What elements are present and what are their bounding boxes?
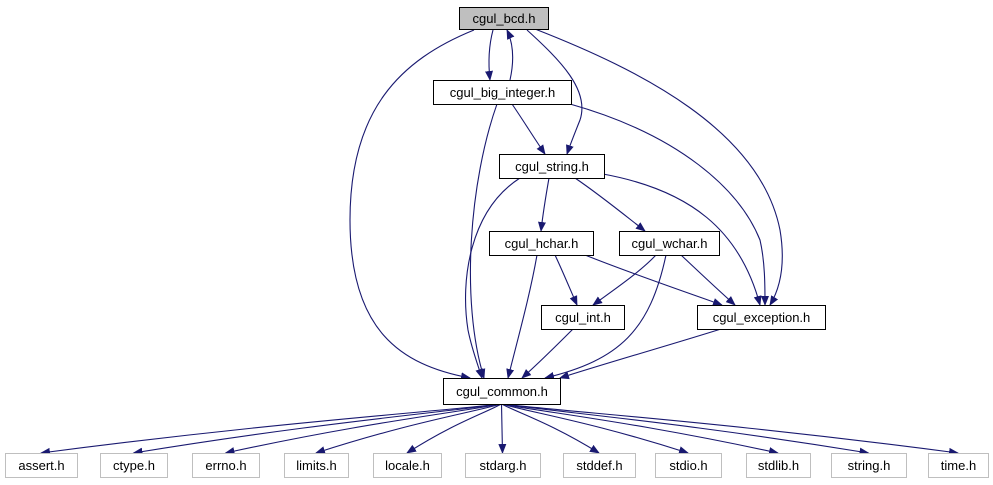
edge-wch-to-exc — [680, 254, 736, 306]
node-box-stdarg — [465, 453, 541, 478]
edge-big-to-str — [511, 103, 546, 155]
node-label-stdarg: stdarg.h — [480, 458, 527, 473]
node-box-wch — [619, 231, 720, 256]
edge-str-to-com — [465, 177, 521, 379]
node-label-str: cgul_string.h — [515, 159, 589, 174]
node-time: time.h — [928, 453, 989, 478]
node-label-big: cgul_big_integer.h — [450, 85, 556, 100]
edge-hch-to-com — [506, 254, 538, 379]
node-box-ctype — [100, 453, 168, 478]
node-label-ctype: ctype.h — [113, 458, 155, 473]
edge-int-to-com — [521, 328, 574, 379]
edge-com-to-ctype — [132, 403, 502, 456]
node-label-stdio: stdio.h — [669, 458, 707, 473]
node-box-exc — [697, 305, 826, 330]
node-box-str — [499, 154, 605, 179]
node-str[interactable]: cgul_string.h — [499, 154, 605, 179]
node-limits: limits.h — [284, 453, 349, 478]
edge-str-to-exc — [602, 173, 762, 306]
edge-hch-to-int — [554, 254, 578, 306]
node-locale: locale.h — [373, 453, 442, 478]
edge-com-to-errno — [224, 403, 502, 455]
node-box-stdio — [655, 453, 722, 478]
edge-hch-to-exc — [584, 254, 723, 306]
node-box-bcd — [459, 7, 549, 30]
nodes-layer: cgul_bcd.h cgul_big_integer.h cgul_string.… — [5, 7, 989, 478]
node-label-int: cgul_int.h — [555, 310, 611, 325]
node-big[interactable]: cgul_big_integer.h — [433, 80, 572, 105]
node-box-hch — [489, 231, 594, 256]
node-label-stdlib: stdlib.h — [758, 458, 799, 473]
node-box-int — [541, 305, 625, 330]
node-ctype: ctype.h — [100, 453, 168, 478]
edge-exc-to-com — [559, 328, 722, 380]
node-label-time: time.h — [941, 458, 976, 473]
node-box-locale — [373, 453, 442, 478]
node-box-string — [831, 453, 907, 478]
node-wch[interactable]: cgul_wchar.h — [619, 231, 720, 256]
node-label-bcd: cgul_bcd.h — [473, 11, 536, 26]
node-bcd[interactable]: cgul_bcd.h — [459, 7, 549, 30]
edge-bcd-to-com — [349, 29, 475, 381]
node-label-limits: limits.h — [296, 458, 336, 473]
edges-layer — [40, 28, 959, 456]
node-errno: errno.h — [192, 453, 260, 478]
node-label-stddef: stddef.h — [576, 458, 622, 473]
edge-bcd-to-str — [526, 29, 583, 155]
node-box-limits — [284, 453, 349, 478]
node-label-com: cgul_common.h — [456, 384, 548, 399]
edge-com-to-locale — [406, 403, 502, 454]
node-label-string: string.h — [848, 458, 891, 473]
node-stdio: stdio.h — [655, 453, 722, 478]
node-com[interactable]: cgul_common.h — [443, 378, 561, 405]
edge-com-to-string — [501, 403, 870, 456]
edge-wch-to-com — [544, 254, 667, 380]
edge-com-to-time — [501, 403, 959, 456]
edge-com-to-stdio — [501, 403, 689, 455]
edge-com-to-limits — [315, 403, 502, 455]
edge-str-to-hch — [538, 177, 550, 232]
node-box-stddef — [563, 453, 636, 478]
node-box-errno — [192, 453, 260, 478]
node-label-hch: cgul_hchar.h — [505, 236, 579, 251]
edge-bcd-to-big — [485, 29, 494, 81]
node-label-wch: cgul_wchar.h — [632, 236, 708, 251]
node-stddef: stddef.h — [563, 453, 636, 478]
edge-com-to-assert — [40, 403, 502, 456]
node-box-stdlib — [746, 453, 811, 478]
edge-bcd-to-exc — [534, 28, 783, 306]
edge-com-to-stddef — [501, 403, 600, 454]
edge-big-to-com — [469, 103, 498, 379]
node-box-assert — [5, 453, 78, 478]
node-label-assert: assert.h — [18, 458, 64, 473]
node-exc[interactable]: cgul_exception.h — [697, 305, 826, 330]
node-int[interactable]: cgul_int.h — [541, 305, 625, 330]
node-string: string.h — [831, 453, 907, 478]
node-stdarg: stdarg.h — [465, 453, 541, 478]
node-box-big — [433, 80, 572, 105]
node-label-locale: locale.h — [385, 458, 430, 473]
node-box-time — [928, 453, 989, 478]
node-stdlib: stdlib.h — [746, 453, 811, 478]
node-label-errno: errno.h — [205, 458, 246, 473]
edge-big-to-bcd — [506, 29, 515, 81]
edge-big-to-exc — [569, 103, 769, 306]
edge-com-to-stdlib — [501, 403, 779, 456]
edge-str-to-wch — [574, 177, 646, 232]
node-box-com — [443, 378, 561, 405]
node-hch[interactable]: cgul_hchar.h — [489, 231, 594, 256]
node-assert: assert.h — [5, 453, 78, 478]
edge-com-to-stdarg — [498, 403, 507, 454]
edge-wch-to-int — [592, 254, 657, 306]
node-label-exc: cgul_exception.h — [713, 310, 811, 325]
